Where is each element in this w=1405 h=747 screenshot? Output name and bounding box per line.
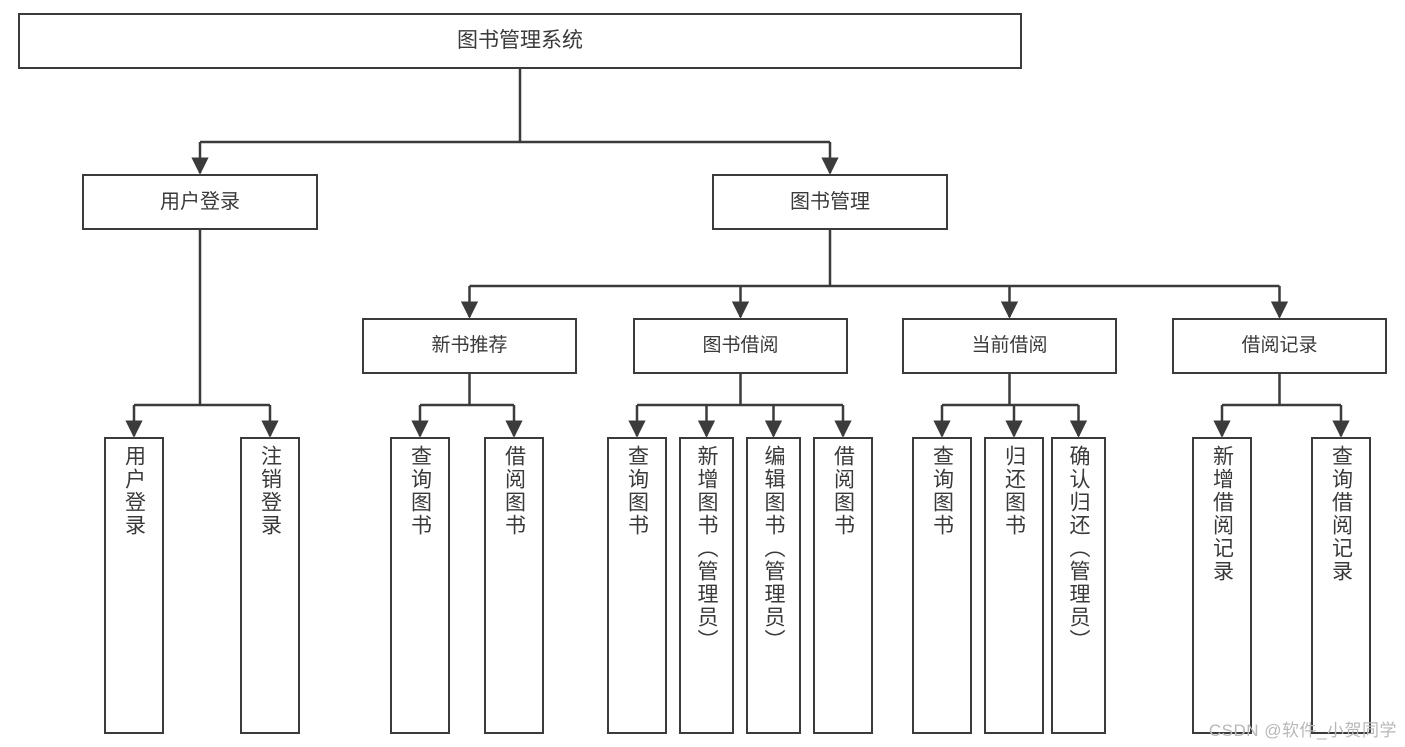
watermark-label: CSDN @软件_小贺同学 <box>1208 721 1397 740</box>
node-records[interactable]: 借阅记录 <box>1172 318 1387 374</box>
node-label: 图书借阅 <box>702 335 779 357</box>
node-label: 用户登录 <box>160 190 240 213</box>
node-label: 新增图书（管理员） <box>695 445 718 652</box>
node-leaf2[interactable]: 注销登录 <box>240 437 300 734</box>
node-label: 新书推荐 <box>431 335 508 357</box>
node-borrow[interactable]: 图书借阅 <box>633 318 848 374</box>
node-label: 新增借阅记录 <box>1210 445 1234 583</box>
node-leaf4[interactable]: 借阅图书 <box>484 437 544 734</box>
node-label: 图书管理 <box>790 190 870 213</box>
node-label: 查询图书 <box>930 445 954 537</box>
node-leaf10[interactable]: 归还图书 <box>984 437 1044 734</box>
node-leaf11[interactable]: 确认归还（管理员） <box>1051 437 1106 734</box>
node-label: 用户登录 <box>122 445 146 537</box>
node-leaf8[interactable]: 借阅图书 <box>813 437 873 734</box>
node-login[interactable]: 用户登录 <box>82 174 318 230</box>
node-leaf12[interactable]: 新增借阅记录 <box>1192 437 1252 734</box>
node-leaf5[interactable]: 查询图书 <box>607 437 667 734</box>
node-label: 借阅记录 <box>1241 335 1318 357</box>
node-leaf9[interactable]: 查询图书 <box>912 437 972 734</box>
node-label: 当前借阅 <box>971 335 1048 357</box>
node-newbook[interactable]: 新书推荐 <box>362 318 577 374</box>
node-leaf3[interactable]: 查询图书 <box>390 437 450 734</box>
node-leaf6[interactable]: 新增图书（管理员） <box>679 437 734 734</box>
node-label: 查询图书 <box>408 445 432 537</box>
node-label: 确认归还（管理员） <box>1067 445 1090 652</box>
node-label: 归还图书 <box>1002 445 1026 537</box>
node-label: 查询图书 <box>625 445 649 537</box>
node-label: 注销登录 <box>258 445 282 537</box>
node-label: 编辑图书（管理员） <box>762 445 785 652</box>
node-leaf13[interactable]: 查询借阅记录 <box>1311 437 1371 734</box>
node-label: 查询借阅记录 <box>1329 445 1353 583</box>
node-current[interactable]: 当前借阅 <box>902 318 1117 374</box>
node-label: 借阅图书 <box>502 445 526 537</box>
node-label: 图书管理系统 <box>457 28 583 52</box>
node-leaf7[interactable]: 编辑图书（管理员） <box>746 437 801 734</box>
node-leaf1[interactable]: 用户登录 <box>104 437 164 734</box>
node-label: 借阅图书 <box>831 445 855 537</box>
node-root[interactable]: 图书管理系统 <box>18 13 1022 69</box>
node-bookmgmt[interactable]: 图书管理 <box>712 174 948 230</box>
